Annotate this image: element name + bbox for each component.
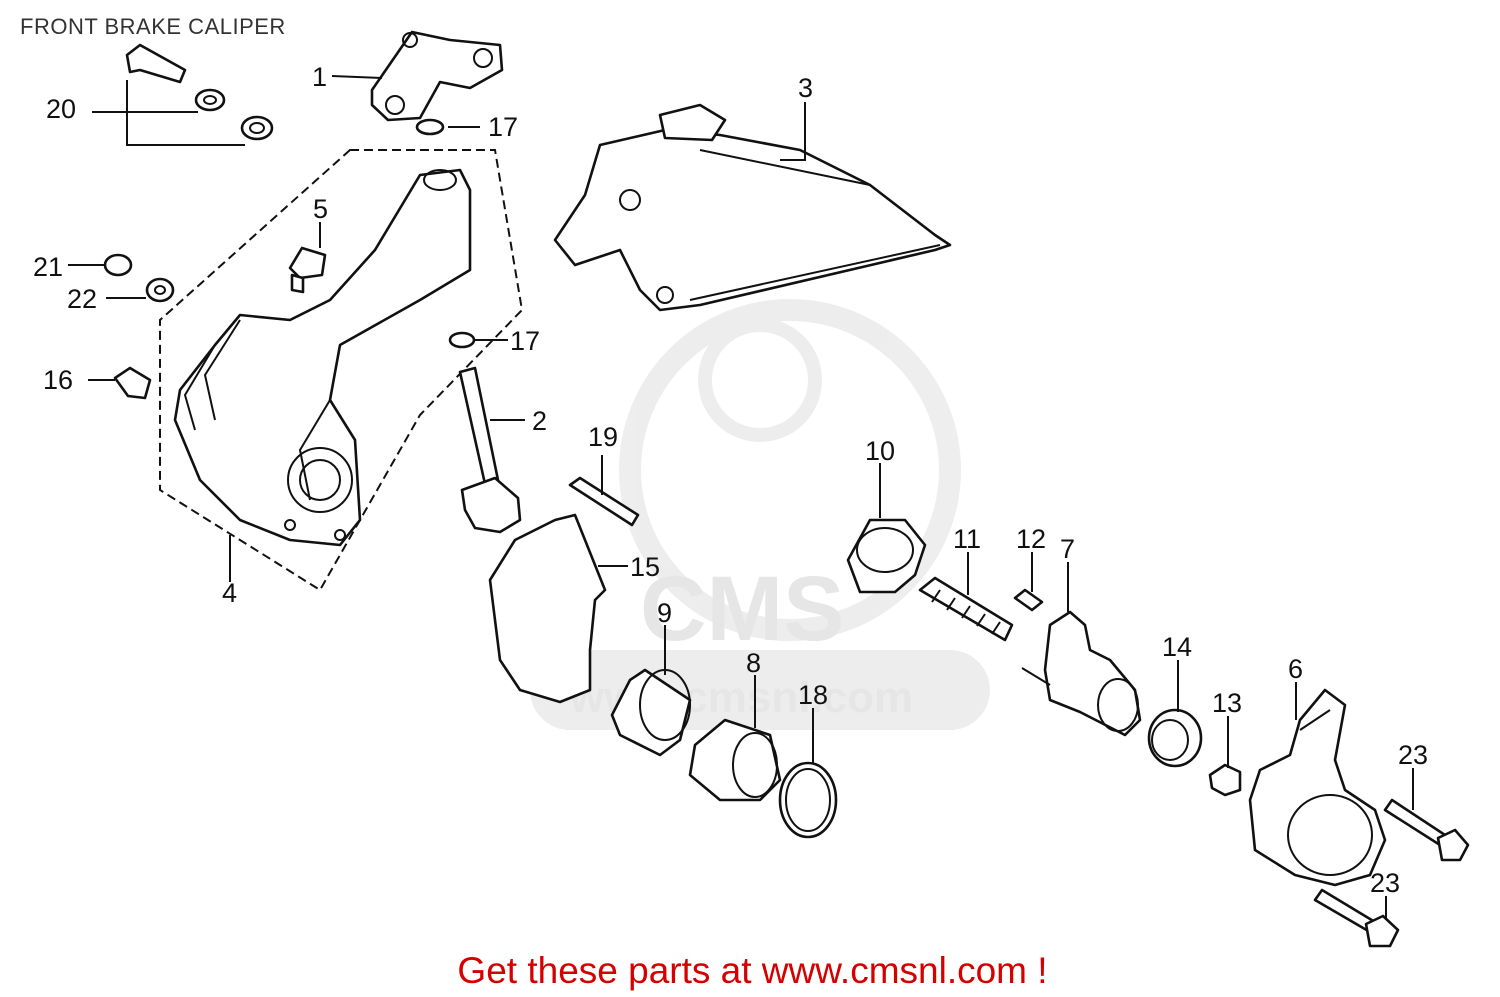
part-gasket[interactable] (488, 513, 607, 704)
part-bleeder-valve[interactable] (288, 246, 327, 294)
part-piston-large[interactable] (610, 668, 692, 757)
callout-14: 14 (1162, 632, 1192, 662)
part-key[interactable] (1013, 588, 1044, 612)
callout-labels: 1 3 20 17 5 21 22 17 16 2 19 10 11 12 7 … (33, 62, 1428, 898)
callout-22: 22 (67, 284, 97, 314)
callout-12: 12 (1016, 524, 1046, 554)
callout-2: 2 (532, 406, 547, 436)
part-seal-ring[interactable] (778, 761, 838, 839)
callout-3: 3 (798, 73, 813, 103)
part-washer-small[interactable] (145, 277, 175, 303)
callout-11: 11 (953, 524, 981, 554)
watermark-logo-text: CMS (640, 558, 844, 660)
part-bolt-upper[interactable] (1383, 798, 1470, 862)
callout-10: 10 (865, 436, 895, 466)
callout-20: 20 (46, 94, 76, 124)
callout-19: 19 (588, 422, 618, 452)
part-bracket[interactable] (370, 30, 504, 122)
page-title: FRONT BRAKE CALIPER (20, 14, 286, 39)
callout-15: 15 (630, 552, 660, 582)
part-bleeder-cap[interactable] (113, 366, 152, 400)
part-adjuster-assembly[interactable] (1021, 610, 1142, 737)
assembly-outline (159, 149, 524, 592)
callout-7: 7 (1060, 534, 1075, 564)
callout-23-lower: 23 (1370, 868, 1400, 898)
callout-5: 5 (313, 194, 328, 224)
part-adjuster-cap[interactable] (1147, 708, 1203, 768)
part-bolt-washers[interactable] (125, 43, 274, 141)
callout-16: 16 (43, 365, 73, 395)
part-stud[interactable] (568, 476, 640, 527)
part-pin[interactable] (458, 366, 522, 534)
callout-9: 9 (657, 598, 672, 628)
callout-17-upper: 17 (488, 112, 518, 142)
part-o-ring-upper[interactable] (415, 118, 445, 136)
part-cap[interactable] (103, 253, 133, 277)
part-brake-pad[interactable] (553, 103, 952, 312)
callout-1: 1 (312, 62, 327, 92)
part-retaining-ring[interactable] (846, 518, 927, 594)
footer-link[interactable]: Get these parts at www.cmsnl.com ! (457, 950, 1048, 991)
callout-8: 8 (746, 648, 761, 678)
callout-6: 6 (1288, 654, 1303, 684)
callout-23-upper: 23 (1398, 740, 1428, 770)
part-caliper-body[interactable] (173, 168, 472, 547)
callout-13: 13 (1212, 688, 1242, 718)
callout-21: 21 (33, 252, 63, 282)
part-caliper-cover[interactable] (1248, 688, 1387, 887)
callout-18: 18 (798, 680, 828, 710)
part-nut[interactable] (1208, 763, 1242, 797)
part-adjuster-spring[interactable] (918, 576, 1014, 642)
part-o-ring-lower[interactable] (448, 331, 476, 349)
part-piston[interactable] (688, 718, 782, 802)
callout-4: 4 (222, 578, 237, 608)
leader-lines (68, 75, 1414, 920)
callout-17-lower: 17 (510, 326, 540, 356)
part-bolt-lower[interactable] (1313, 888, 1400, 948)
